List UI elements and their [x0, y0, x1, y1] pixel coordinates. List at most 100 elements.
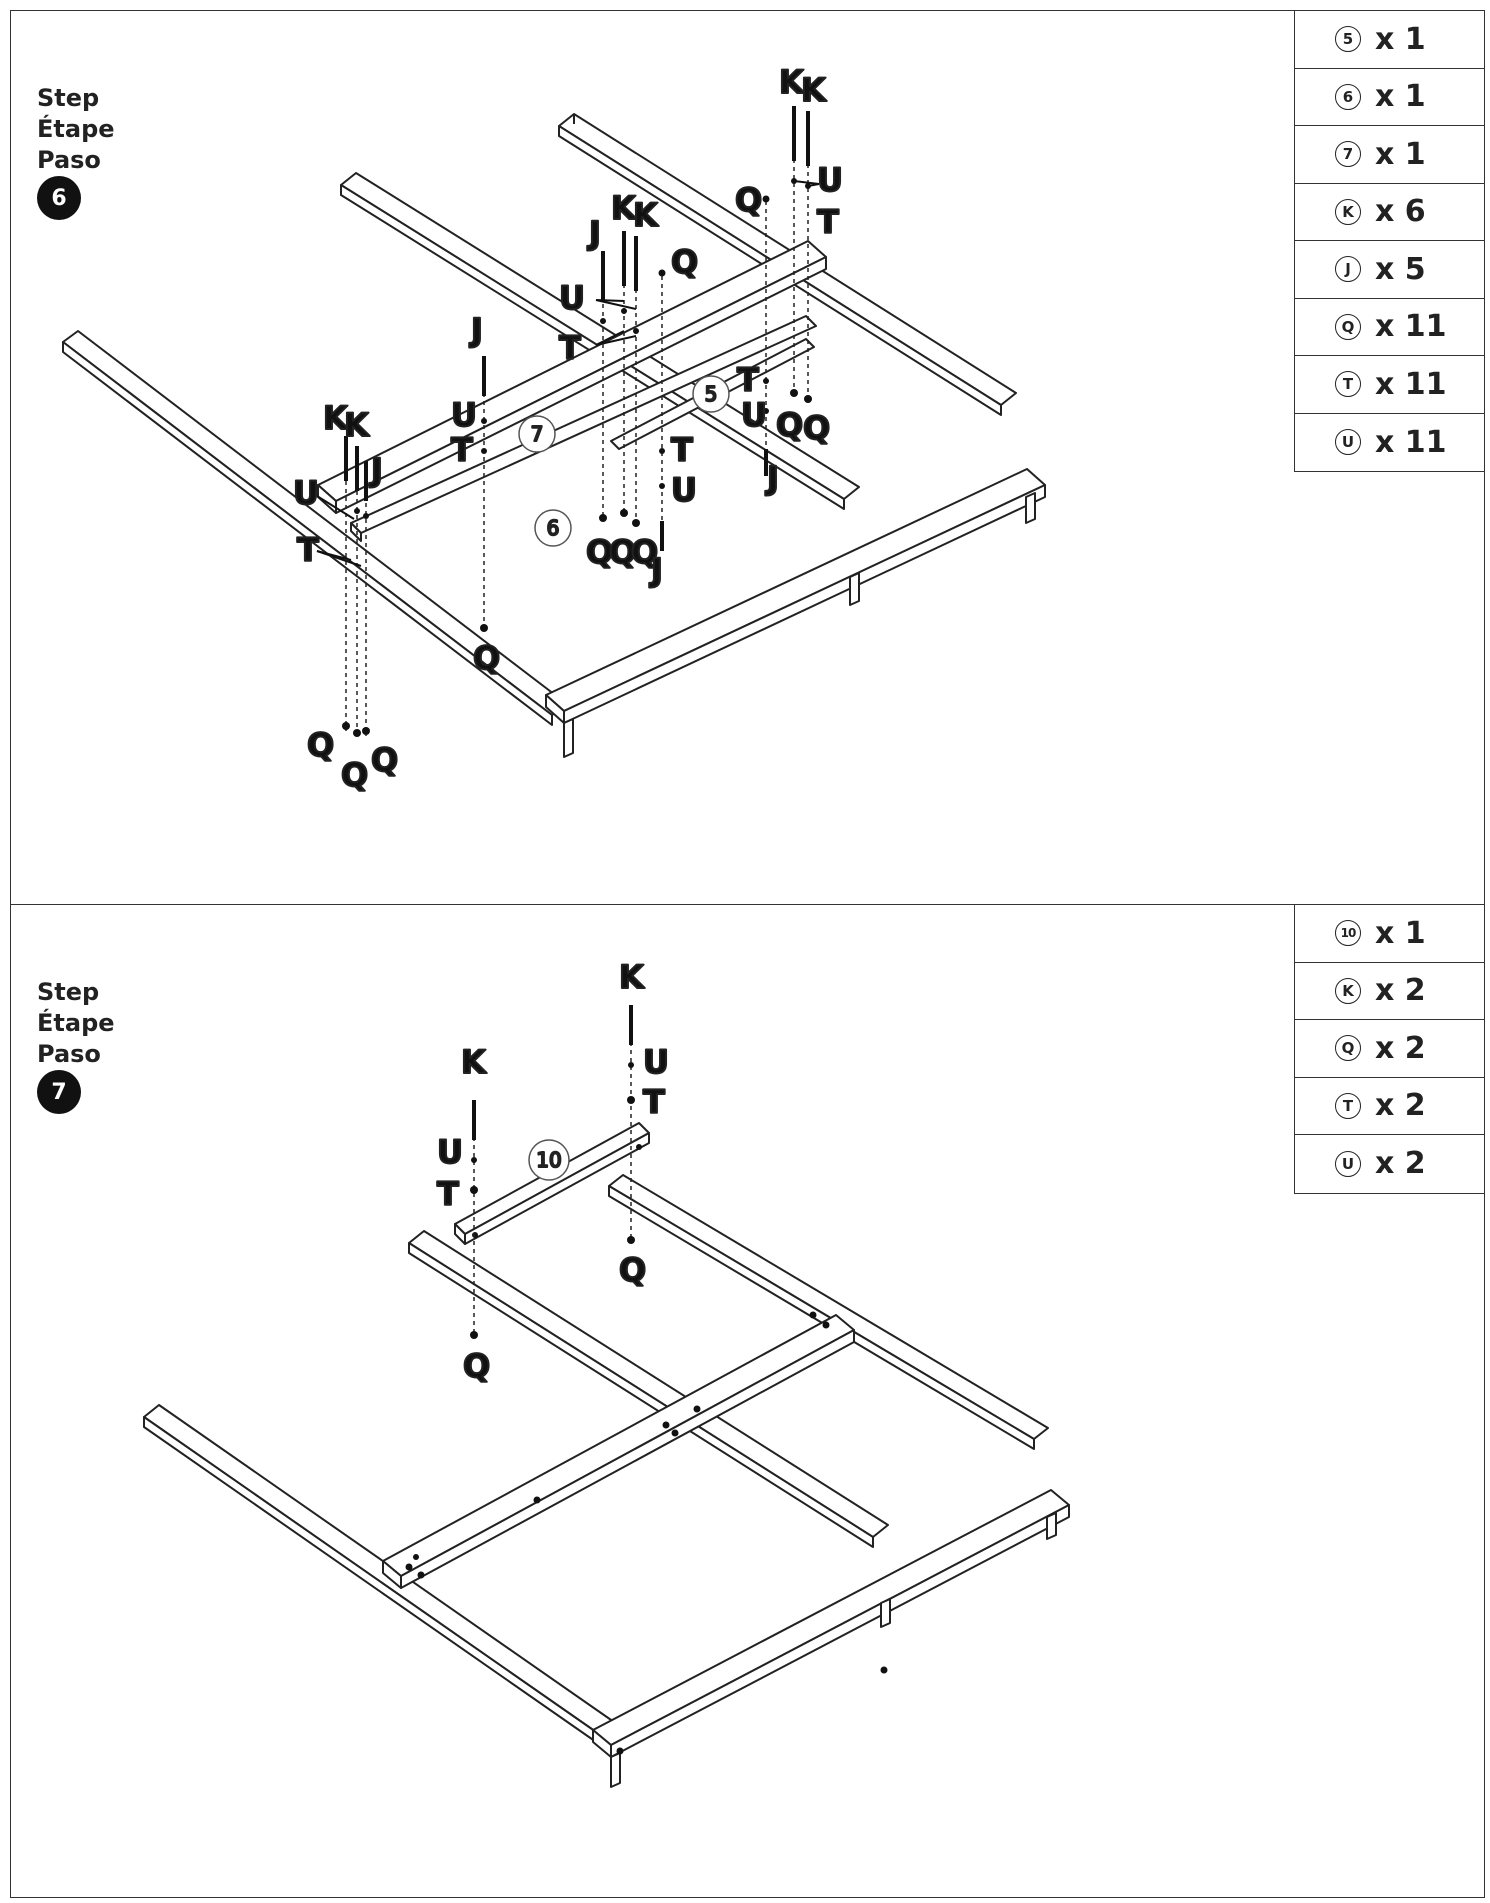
hardware-guide-lines — [345, 111, 809, 736]
part-callouts: 10 — [528, 1139, 570, 1181]
callout-part-10: 10 — [536, 1148, 561, 1172]
label-q: Q — [619, 1251, 646, 1289]
step-label-fr: Étape — [37, 1009, 115, 1037]
end-rail — [592, 1489, 1070, 1788]
hardware-labels: K K J U T Q Q Q J U T Q J K K Q U T Q Q … — [292, 62, 844, 795]
right-side-rail — [608, 1174, 1049, 1450]
end-rail — [545, 468, 1046, 758]
step-6-assembly-diagram: 7 6 5 K K J U T Q Q Q J U T Q J K K Q U … — [62, 62, 1046, 795]
label-j: J — [649, 551, 663, 589]
label-t: T — [451, 431, 473, 469]
part-id-badge: 5 — [1335, 26, 1361, 53]
nut-washer-dots — [470, 1062, 635, 1339]
part-callouts: 7 6 5 — [518, 375, 730, 547]
part-qty: x 6 — [1375, 194, 1426, 230]
label-j: J — [369, 451, 383, 489]
label-u: U — [671, 471, 697, 509]
label-u: U — [437, 1133, 463, 1171]
center-rail — [340, 172, 860, 510]
step-7-label: Step Étape Paso 7 — [37, 977, 115, 1114]
parts-row: 6 x 1 — [1295, 69, 1484, 126]
label-q: Q — [307, 726, 334, 764]
part-qty: x 11 — [1375, 424, 1447, 460]
slat-part-6 — [350, 315, 817, 542]
label-k: K — [619, 958, 645, 996]
label-k: K — [461, 1043, 487, 1081]
center-rail — [408, 1230, 889, 1548]
part-qty: x 1 — [1375, 21, 1426, 57]
nut-washer-dots — [342, 178, 812, 737]
step-6-label: Step Étape Paso 6 — [37, 83, 115, 220]
label-q: Q — [631, 533, 658, 571]
callout-part-7: 7 — [531, 422, 544, 446]
part-id-badge: T — [1335, 1092, 1361, 1119]
label-k: K — [323, 399, 349, 437]
step-6-number-badge: 6 — [37, 176, 81, 220]
hardware-labels: K U T Q K U T Q — [436, 957, 670, 1386]
label-q: Q — [586, 533, 613, 571]
label-k: K — [344, 406, 370, 444]
part-id-badge: Q — [1335, 1035, 1361, 1062]
label-j: J — [587, 214, 601, 252]
label-q: Q — [735, 181, 762, 219]
part-qty: x 1 — [1375, 136, 1426, 172]
step-label-fr: Étape — [37, 115, 115, 143]
step-label-es: Paso — [37, 146, 101, 174]
label-k: K — [801, 71, 827, 109]
label-u: U — [451, 396, 477, 434]
part-id-badge: 10 — [1335, 920, 1361, 947]
part-id-badge: U — [1335, 1150, 1361, 1177]
label-q: Q — [473, 639, 500, 677]
label-q: Q — [803, 409, 830, 447]
part-qty: x 1 — [1375, 79, 1426, 115]
label-u: U — [293, 474, 319, 512]
step-label-en: Step — [37, 84, 100, 112]
leader-lines — [316, 180, 820, 567]
step-label-es: Paso — [37, 1040, 101, 1068]
callout-part-5: 5 — [705, 382, 718, 406]
parts-row: 5 x 1 — [1295, 11, 1484, 69]
part-id-badge: 6 — [1335, 83, 1361, 110]
label-j: J — [469, 311, 483, 349]
part-id-badge: U — [1335, 429, 1361, 456]
label-t: T — [437, 1175, 459, 1213]
left-side-rail — [62, 330, 568, 726]
label-u: U — [817, 161, 843, 199]
part-qty: x 5 — [1375, 251, 1426, 287]
part-qty: x 2 — [1375, 1146, 1426, 1182]
label-u: U — [559, 279, 585, 317]
cross-slat — [382, 1314, 855, 1589]
part-id-badge: T — [1335, 371, 1361, 398]
label-k: K — [779, 63, 805, 101]
callout-part-6: 6 — [547, 516, 560, 540]
part-qty: x 2 — [1375, 973, 1426, 1009]
label-q: Q — [463, 1347, 490, 1385]
label-t: T — [737, 361, 759, 399]
part-qty: x 11 — [1375, 309, 1447, 345]
part-id-badge: Q — [1335, 313, 1361, 340]
step-7-assembly-diagram: 10 K U T Q K U T Q — [143, 957, 1070, 1788]
label-t: T — [559, 329, 581, 367]
step-label-en: Step — [37, 978, 100, 1006]
label-q: Q — [776, 406, 803, 444]
label-t: T — [817, 203, 839, 241]
part-qty: x 2 — [1375, 1030, 1426, 1066]
part-qty: x 2 — [1375, 1088, 1426, 1124]
hardware-guide-lines — [473, 1010, 632, 1337]
label-t: T — [643, 1083, 665, 1121]
left-side-rail — [143, 1404, 615, 1745]
part-id-badge: J — [1335, 256, 1361, 283]
label-q: Q — [341, 756, 368, 794]
